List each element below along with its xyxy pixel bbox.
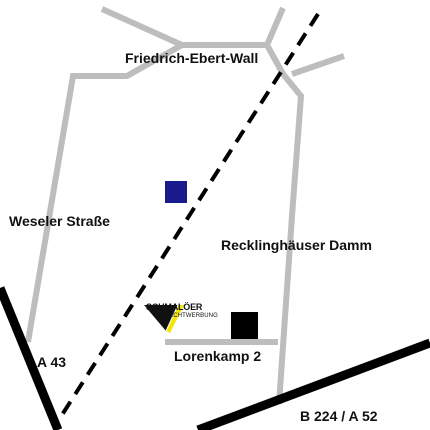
street-weseler-strasse [25, 42, 184, 343]
black-square-marker[interactable] [231, 312, 258, 339]
label-a43: A 43 [37, 354, 67, 370]
logo-subtitle: LICHTWERBUNG [168, 313, 218, 319]
street-friedrich-ebert-wall [100, 6, 286, 48]
highway-a43 [0, 286, 63, 430]
blue-square-marker[interactable] [165, 181, 187, 203]
label-weseler-strasse: Weseler Straße [9, 213, 110, 229]
highways [0, 286, 430, 430]
logo-triangle-icon [144, 304, 184, 333]
label-b224-a52: B 224 / A 52 [300, 408, 378, 424]
street-recklinghaeuser-damm [264, 43, 305, 405]
railway-line [58, 12, 320, 420]
street-friedrich-ebert-wall-branch [291, 53, 345, 77]
logo-name: SCHMALÖER [146, 302, 203, 312]
street-network [25, 6, 345, 405]
label-lorenkamp: Lorenkamp 2 [174, 348, 262, 364]
company-logo: SCHMALÖER LICHTWERBUNG [144, 303, 234, 339]
label-friedrich-ebert-wall: Friedrich-Ebert-Wall [125, 50, 259, 66]
label-recklinghaeuser-damm: Recklinghäuser Damm [221, 237, 372, 253]
highway-b224-a52 [196, 338, 430, 430]
